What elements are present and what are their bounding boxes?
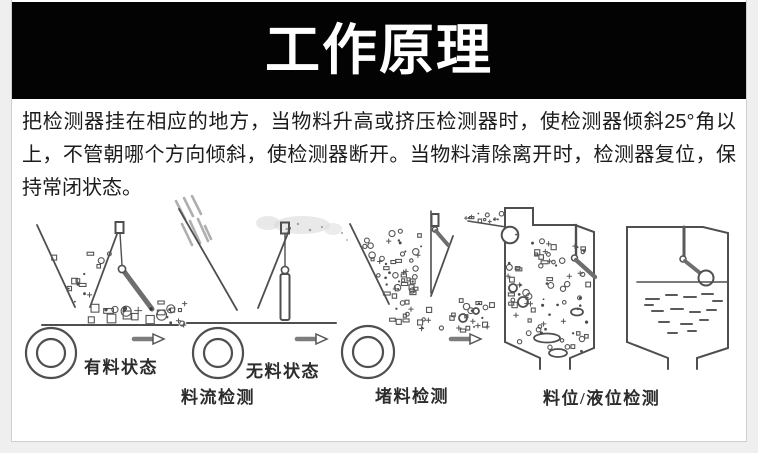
liquid-waves	[644, 293, 723, 334]
label-level-detection: 料位/液位检测	[543, 389, 661, 408]
header-banner: 工作原理	[12, 2, 746, 99]
vertical-detector-rod	[279, 273, 291, 321]
float-ball	[697, 269, 715, 287]
detector-hinge	[117, 264, 127, 274]
label-flow-detection: 料流检测	[181, 388, 255, 407]
description-text: 把检测器挂在相应的地方，当物料升高或挤压检测器时，使检测器倾斜25°角以上，不管…	[22, 111, 736, 199]
diagram-liquid-level	[626, 225, 729, 370]
working-principle-diagram	[24, 195, 729, 380]
material-particles	[51, 210, 592, 353]
inlet-pulley	[500, 225, 520, 245]
label-no-material: 无料状态	[246, 362, 320, 381]
tilt-detector-rod	[434, 229, 450, 247]
belt-roller	[340, 324, 396, 380]
tilt-detector-rod	[573, 257, 598, 280]
content-panel: 工作原理 把检测器挂在相应的地方，当物料升高或挤压检测器时，使检测器倾斜25°角…	[11, 0, 747, 442]
label-material-present: 有料状态	[84, 358, 158, 377]
tilt-detector-rod	[120, 267, 155, 312]
tilt-detector-rod	[683, 259, 702, 275]
page-title: 工作原理	[264, 19, 493, 81]
diagram-no-material	[178, 208, 337, 380]
diagram-material-present	[24, 221, 179, 380]
watermark-smudge	[174, 195, 348, 247]
inlet-chute	[467, 220, 507, 228]
belt-roller	[191, 326, 245, 380]
diagram-material-level	[467, 207, 598, 370]
belt-roller	[24, 326, 78, 380]
detector-hinge	[280, 265, 290, 275]
label-blockage-detection: 堵料检测	[375, 387, 449, 406]
